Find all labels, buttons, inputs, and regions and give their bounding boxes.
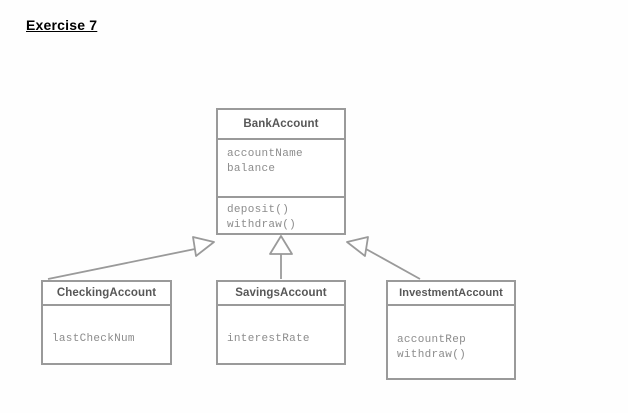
uml-operations-bankaccount: deposit() withdraw() xyxy=(218,196,344,233)
uml-class-savingsaccount[interactable]: SavingsAccount interestRate xyxy=(216,280,346,365)
uml-members-checkingaccount: lastCheckNum xyxy=(43,306,170,363)
edge-checkingaccount-to-bankaccount xyxy=(47,236,215,280)
uml-attribute: balance xyxy=(227,163,276,175)
edge-line-investment xyxy=(365,248,421,280)
uml-class-bankaccount[interactable]: BankAccount accountName balance deposit(… xyxy=(216,108,346,235)
uml-class-name-investmentaccount: InvestmentAccount xyxy=(388,282,514,306)
uml-attribute: accountName xyxy=(227,148,303,160)
uml-class-checkingaccount[interactable]: CheckingAccount lastCheckNum xyxy=(41,280,172,365)
inheritance-arrowhead-checking xyxy=(192,236,215,257)
inheritance-arrowhead-savings xyxy=(269,235,293,255)
uml-class-name-bankaccount: BankAccount xyxy=(218,110,344,140)
uml-attribute: lastCheckNum xyxy=(52,333,135,345)
uml-class-name-savingsaccount: SavingsAccount xyxy=(218,282,344,306)
edge-line-checking xyxy=(47,248,196,280)
uml-attribute: interestRate xyxy=(227,333,310,345)
uml-attributes-bankaccount: accountName balance xyxy=(218,140,344,196)
uml-members-savingsaccount: interestRate xyxy=(218,306,344,363)
uml-operation: deposit() xyxy=(227,204,290,216)
uml-operation: withdraw() xyxy=(227,219,297,231)
inheritance-arrowhead-investment xyxy=(346,236,369,257)
edge-savingsaccount-to-bankaccount xyxy=(269,235,293,279)
page-title: Exercise 7 xyxy=(26,17,98,33)
uml-class-investmentaccount[interactable]: InvestmentAccount accountRep withdraw() xyxy=(386,280,516,380)
edge-investmentaccount-to-bankaccount xyxy=(346,236,421,280)
uml-class-name-checkingaccount: CheckingAccount xyxy=(43,282,170,306)
uml-operation: withdraw() xyxy=(397,349,467,361)
uml-members-investmentaccount: accountRep withdraw() xyxy=(388,306,514,378)
uml-attribute: accountRep xyxy=(397,334,467,346)
